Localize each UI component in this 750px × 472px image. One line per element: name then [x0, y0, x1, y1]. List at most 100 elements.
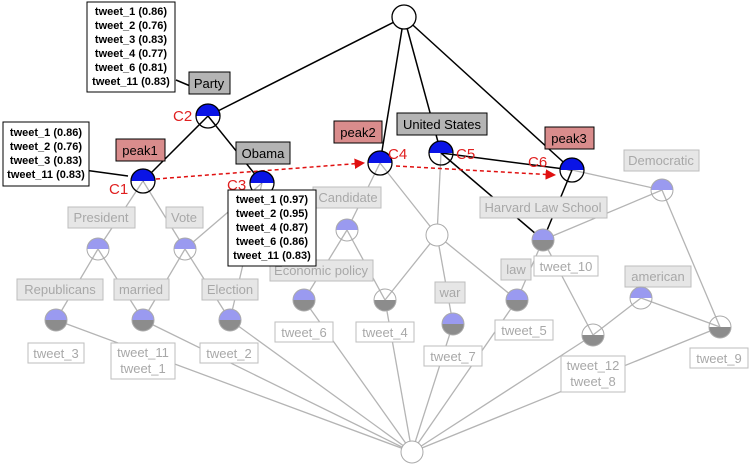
label-president: President	[67, 206, 136, 229]
label-peak2: peak2	[333, 120, 383, 144]
node-c6	[559, 157, 585, 183]
svg-text:tweet_6 (0.86): tweet_6 (0.86)	[236, 236, 308, 248]
svg-text:Republicans: Republicans	[24, 282, 96, 297]
label-democratic: Democratic	[623, 149, 700, 172]
cluster-id-c1: C1	[109, 181, 128, 198]
svg-text:tweet_1 (0.86): tweet_1 (0.86)	[95, 6, 167, 18]
svg-text:tweet_4 (0.87): tweet_4 (0.87)	[236, 222, 308, 234]
svg-text:United States: United States	[403, 117, 482, 132]
cluster-id-c4: C4	[388, 146, 407, 163]
node-war	[441, 312, 465, 336]
node-law	[505, 288, 529, 312]
score-box-c3: tweet_1 (0.97) tweet_2 (0.95) tweet_4 (0…	[227, 189, 317, 267]
svg-text:american: american	[631, 269, 684, 284]
node-top	[391, 4, 417, 30]
node-tweet-12-8	[581, 323, 605, 347]
svg-text:Democratic: Democratic	[628, 153, 694, 168]
label-law: law	[500, 258, 532, 281]
label-american: american	[624, 265, 692, 288]
node-vote	[173, 237, 197, 261]
score-box-c2: tweet_1 (0.86) tweet_2 (0.76) tweet_3 (0…	[86, 1, 176, 93]
svg-text:tweet_10: tweet_10	[540, 259, 593, 274]
node-american	[629, 286, 653, 310]
node-republicans	[44, 308, 68, 332]
svg-text:tweet_3: tweet_3	[33, 346, 79, 361]
svg-text:tweet_5: tweet_5	[501, 323, 547, 338]
object-tweet-6: tweet_6	[274, 321, 334, 343]
node-c5	[428, 140, 454, 166]
node-c2	[195, 103, 221, 129]
svg-text:tweet_2 (0.76): tweet_2 (0.76)	[10, 141, 82, 153]
object-tweet-2: tweet_2	[199, 342, 259, 364]
label-peak3: peak3	[544, 126, 595, 150]
node-harvard	[531, 228, 555, 252]
object-tweet-4: tweet_4	[355, 321, 415, 343]
label-peak1: peak1	[115, 138, 166, 162]
label-election: Election	[201, 278, 259, 301]
svg-text:tweet_3 (0.83): tweet_3 (0.83)	[95, 34, 167, 46]
svg-text:tweet_4: tweet_4	[362, 325, 408, 340]
node-president	[86, 237, 110, 261]
svg-text:Party: Party	[194, 76, 225, 91]
svg-text:tweet_6 (0.81): tweet_6 (0.81)	[95, 62, 167, 74]
object-tweet-3: tweet_3	[27, 342, 85, 364]
svg-text:tweet_11 (0.83): tweet_11 (0.83)	[233, 250, 311, 262]
svg-text:tweet_6: tweet_6	[281, 325, 327, 340]
node-bottom	[400, 440, 424, 464]
svg-text:Election: Election	[207, 282, 253, 297]
node-c1	[130, 168, 156, 194]
node-tweet-9	[708, 315, 732, 339]
node-election	[218, 308, 242, 332]
svg-text:peak2: peak2	[340, 125, 375, 140]
object-tweet-9: tweet_9	[689, 347, 749, 369]
svg-text:Harvard Law School: Harvard Law School	[484, 200, 601, 215]
svg-text:President: President	[74, 210, 129, 225]
svg-text:Economic policy: Economic policy	[274, 263, 368, 278]
score-box-c1: tweet_1 (0.86) tweet_2 (0.76) tweet_3 (0…	[2, 121, 90, 187]
label-married: married	[113, 278, 170, 301]
node-economic-policy	[292, 288, 316, 312]
object-tweet-5: tweet_5	[494, 319, 554, 341]
faded-labels: President Vote Candidate Harvard Law Sch…	[16, 149, 700, 304]
cluster-id-c2: C2	[173, 108, 192, 125]
svg-text:law: law	[506, 262, 526, 277]
svg-text:peak1: peak1	[122, 143, 157, 158]
svg-text:tweet_3 (0.83): tweet_3 (0.83)	[10, 155, 82, 167]
svg-text:tweet_12: tweet_12	[567, 358, 620, 373]
svg-text:Candidate: Candidate	[318, 190, 377, 205]
cluster-id-c6: C6	[528, 154, 547, 171]
label-republicans: Republicans	[16, 278, 104, 301]
faded-nodes	[44, 178, 732, 464]
node-candidate	[335, 218, 359, 242]
svg-text:tweet_2: tweet_2	[206, 346, 252, 361]
object-tweet-10: tweet_10	[533, 255, 599, 277]
svg-text:peak3: peak3	[551, 131, 586, 146]
svg-text:tweet_1: tweet_1	[120, 361, 166, 376]
node-tweet-4	[373, 288, 397, 312]
svg-text:tweet_11 (0.83): tweet_11 (0.83)	[7, 169, 85, 181]
arrow-peak2-to-peak3	[395, 165, 557, 180]
svg-text:Obama: Obama	[242, 146, 285, 161]
cluster-id-c5: C5	[456, 146, 475, 163]
svg-text:tweet_8: tweet_8	[570, 374, 616, 389]
label-united-states: United States	[396, 112, 488, 136]
label-harvard: Harvard Law School	[479, 196, 608, 219]
svg-text:war: war	[439, 285, 462, 300]
node-married	[131, 308, 155, 332]
svg-text:tweet_9: tweet_9	[696, 351, 742, 366]
svg-text:tweet_2 (0.95): tweet_2 (0.95)	[236, 208, 308, 220]
label-candidate: Candidate	[312, 186, 382, 209]
svg-text:tweet_7: tweet_7	[430, 349, 476, 364]
node-c4	[367, 150, 393, 176]
node-mid	[425, 223, 449, 247]
highlight-labels: Party Obama United States peak1 peak2 pe…	[115, 71, 595, 165]
svg-text:Vote: Vote	[171, 210, 197, 225]
node-democratic	[650, 178, 674, 202]
peak-links	[155, 158, 557, 180]
svg-text:tweet_11: tweet_11	[117, 345, 169, 360]
label-obama: Obama	[235, 141, 291, 165]
